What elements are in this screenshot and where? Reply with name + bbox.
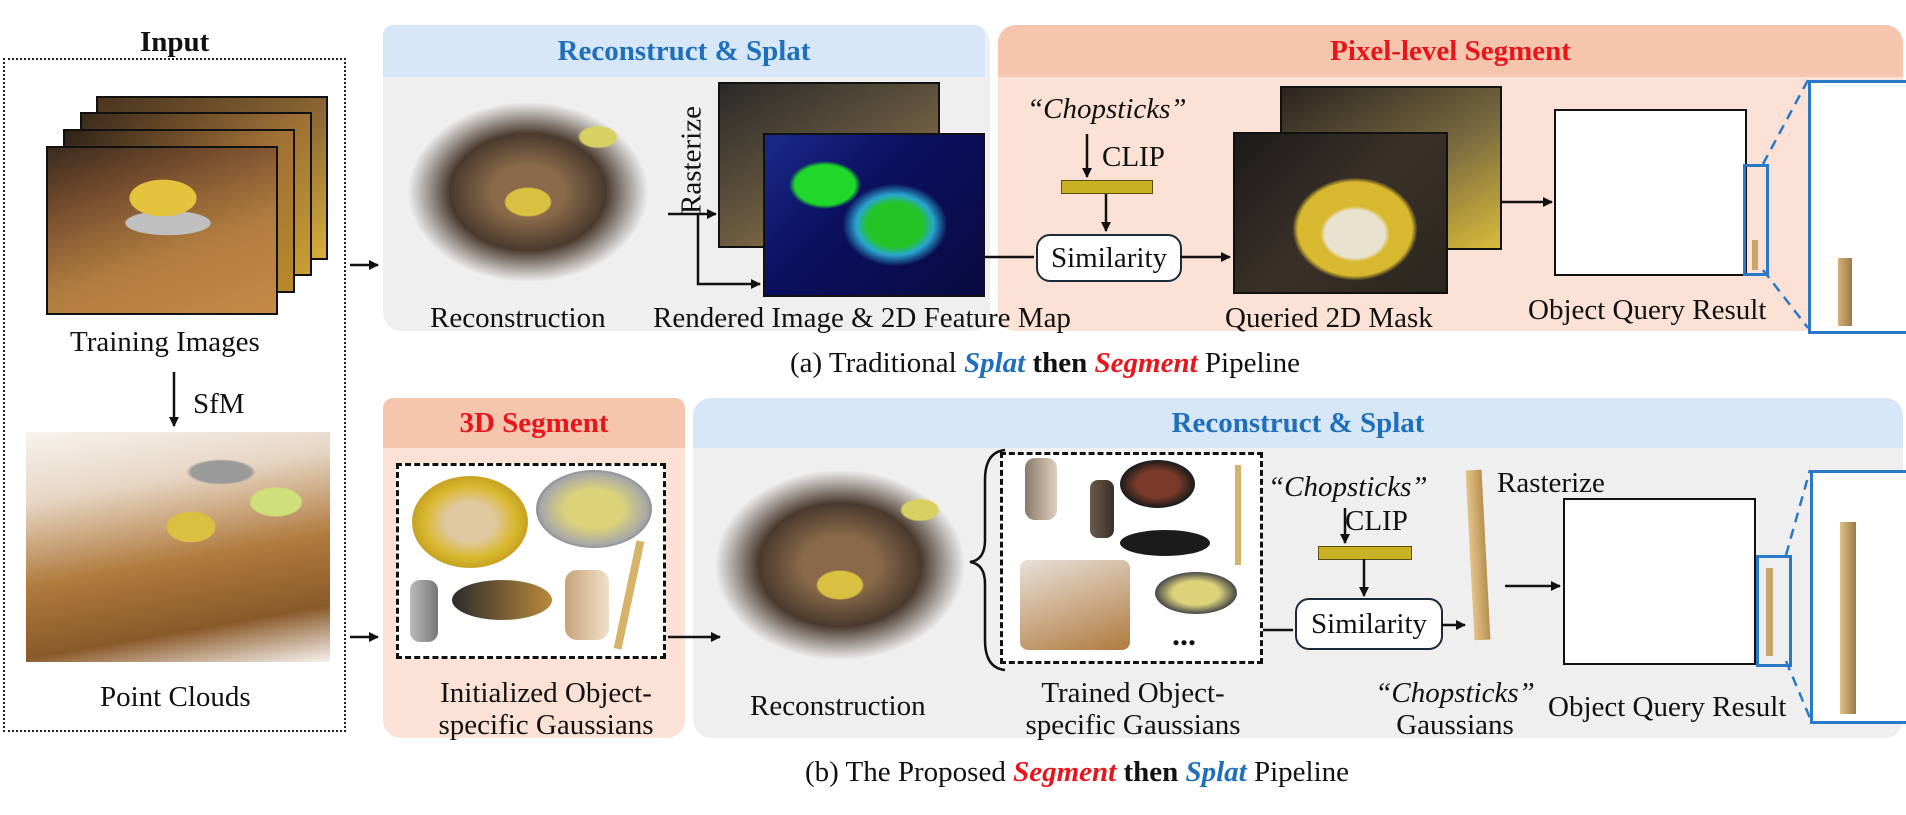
queried-mask-label: Queried 2D Mask — [1225, 302, 1433, 334]
bottom-query-zoom-box — [1756, 555, 1792, 667]
top-reconstruction-label: Reconstruction — [430, 302, 606, 334]
initialized-label: Initialized Object- specific Gaussians — [438, 677, 654, 741]
training-images-label: Training Images — [70, 326, 260, 358]
trained-bowl-noodles — [1155, 572, 1237, 614]
bottom-splat-header: Reconstruct & Splat — [693, 398, 1903, 448]
top-query-zoom-frame — [1808, 80, 1906, 334]
top-similarity-box: Similarity — [1036, 234, 1182, 282]
bottom-reconstruction-image — [700, 455, 986, 677]
point-cloud-image — [26, 432, 330, 662]
point-clouds-label: Point Clouds — [100, 681, 251, 713]
input-title: Input — [140, 26, 210, 58]
init-glass — [565, 570, 609, 640]
bottom-chopstick-zoomed — [1840, 522, 1856, 714]
bottom-caption: (b) The Proposed Segment then Splat Pipe… — [805, 756, 1350, 788]
bottom-object-query-label: Object Query Result — [1548, 691, 1787, 723]
top-zoom-dash-1 — [1761, 79, 1810, 165]
top-clip-bar — [1061, 180, 1153, 194]
bottom-zoom-dash-2 — [1784, 660, 1812, 719]
trained-spoon — [1120, 530, 1210, 556]
bottom-chopstick-small — [1766, 568, 1773, 656]
top-reconstruction-image — [388, 82, 668, 297]
top-rasterize-branch — [668, 212, 761, 289]
top-zoom-dash-2 — [1762, 269, 1809, 329]
bottom-clip-label: CLIP — [1345, 505, 1408, 537]
trained-bowl-dark — [1120, 460, 1195, 508]
bottom-query-result-frame — [1563, 498, 1756, 665]
trained-ellipsis: ... — [1172, 616, 1196, 652]
top-chopstick-small — [1752, 240, 1758, 270]
input-box — [3, 58, 346, 732]
bottom-zoom-dash-1 — [1784, 469, 1812, 556]
top-object-query-label: Object Query Result — [1528, 294, 1767, 326]
top-chopstick-zoomed — [1838, 258, 1852, 326]
top-segment-header: Pixel-level Segment — [998, 25, 1903, 77]
init-spoon — [452, 580, 552, 620]
bottom-query-zoom-frame — [1810, 470, 1906, 724]
init-bowl-ramen — [412, 476, 528, 568]
bottom-rasterize-label: Rasterize — [1497, 467, 1605, 499]
top-splat-header: Reconstruct & Splat — [383, 25, 985, 77]
bottom-query-text: “Chopsticks” — [1268, 471, 1428, 503]
bottom-segment-header: 3D Segment — [383, 398, 685, 448]
trained-label: Trained Object- specific Gaussians — [1025, 677, 1241, 741]
rendered-label: Rendered Image & 2D Feature Map — [653, 302, 1071, 334]
top-query-text: “Chopsticks” — [1027, 93, 1187, 125]
top-query-result-frame — [1554, 109, 1747, 276]
init-bowl-noodles — [536, 470, 652, 548]
trained-glass — [1025, 458, 1057, 520]
sfm-label: SfM — [193, 388, 245, 420]
trained-board — [1020, 560, 1130, 650]
training-image-front — [46, 146, 278, 315]
trained-bottle — [1090, 480, 1114, 538]
top-clip-label: CLIP — [1102, 141, 1165, 173]
trained-chopstick — [1235, 465, 1241, 565]
feature-map-image — [763, 133, 985, 297]
init-bottle — [410, 580, 438, 642]
queried-mask-front — [1233, 132, 1448, 294]
chopsticks-gaussians-label: “Chopsticks” Gaussians — [1375, 677, 1535, 741]
top-query-zoom-box — [1743, 164, 1769, 276]
bottom-reconstruction-label: Reconstruction — [750, 690, 926, 722]
trained-curly-brace — [969, 448, 1006, 672]
top-caption: (a) Traditional Splat then Segment Pipel… — [790, 347, 1300, 379]
